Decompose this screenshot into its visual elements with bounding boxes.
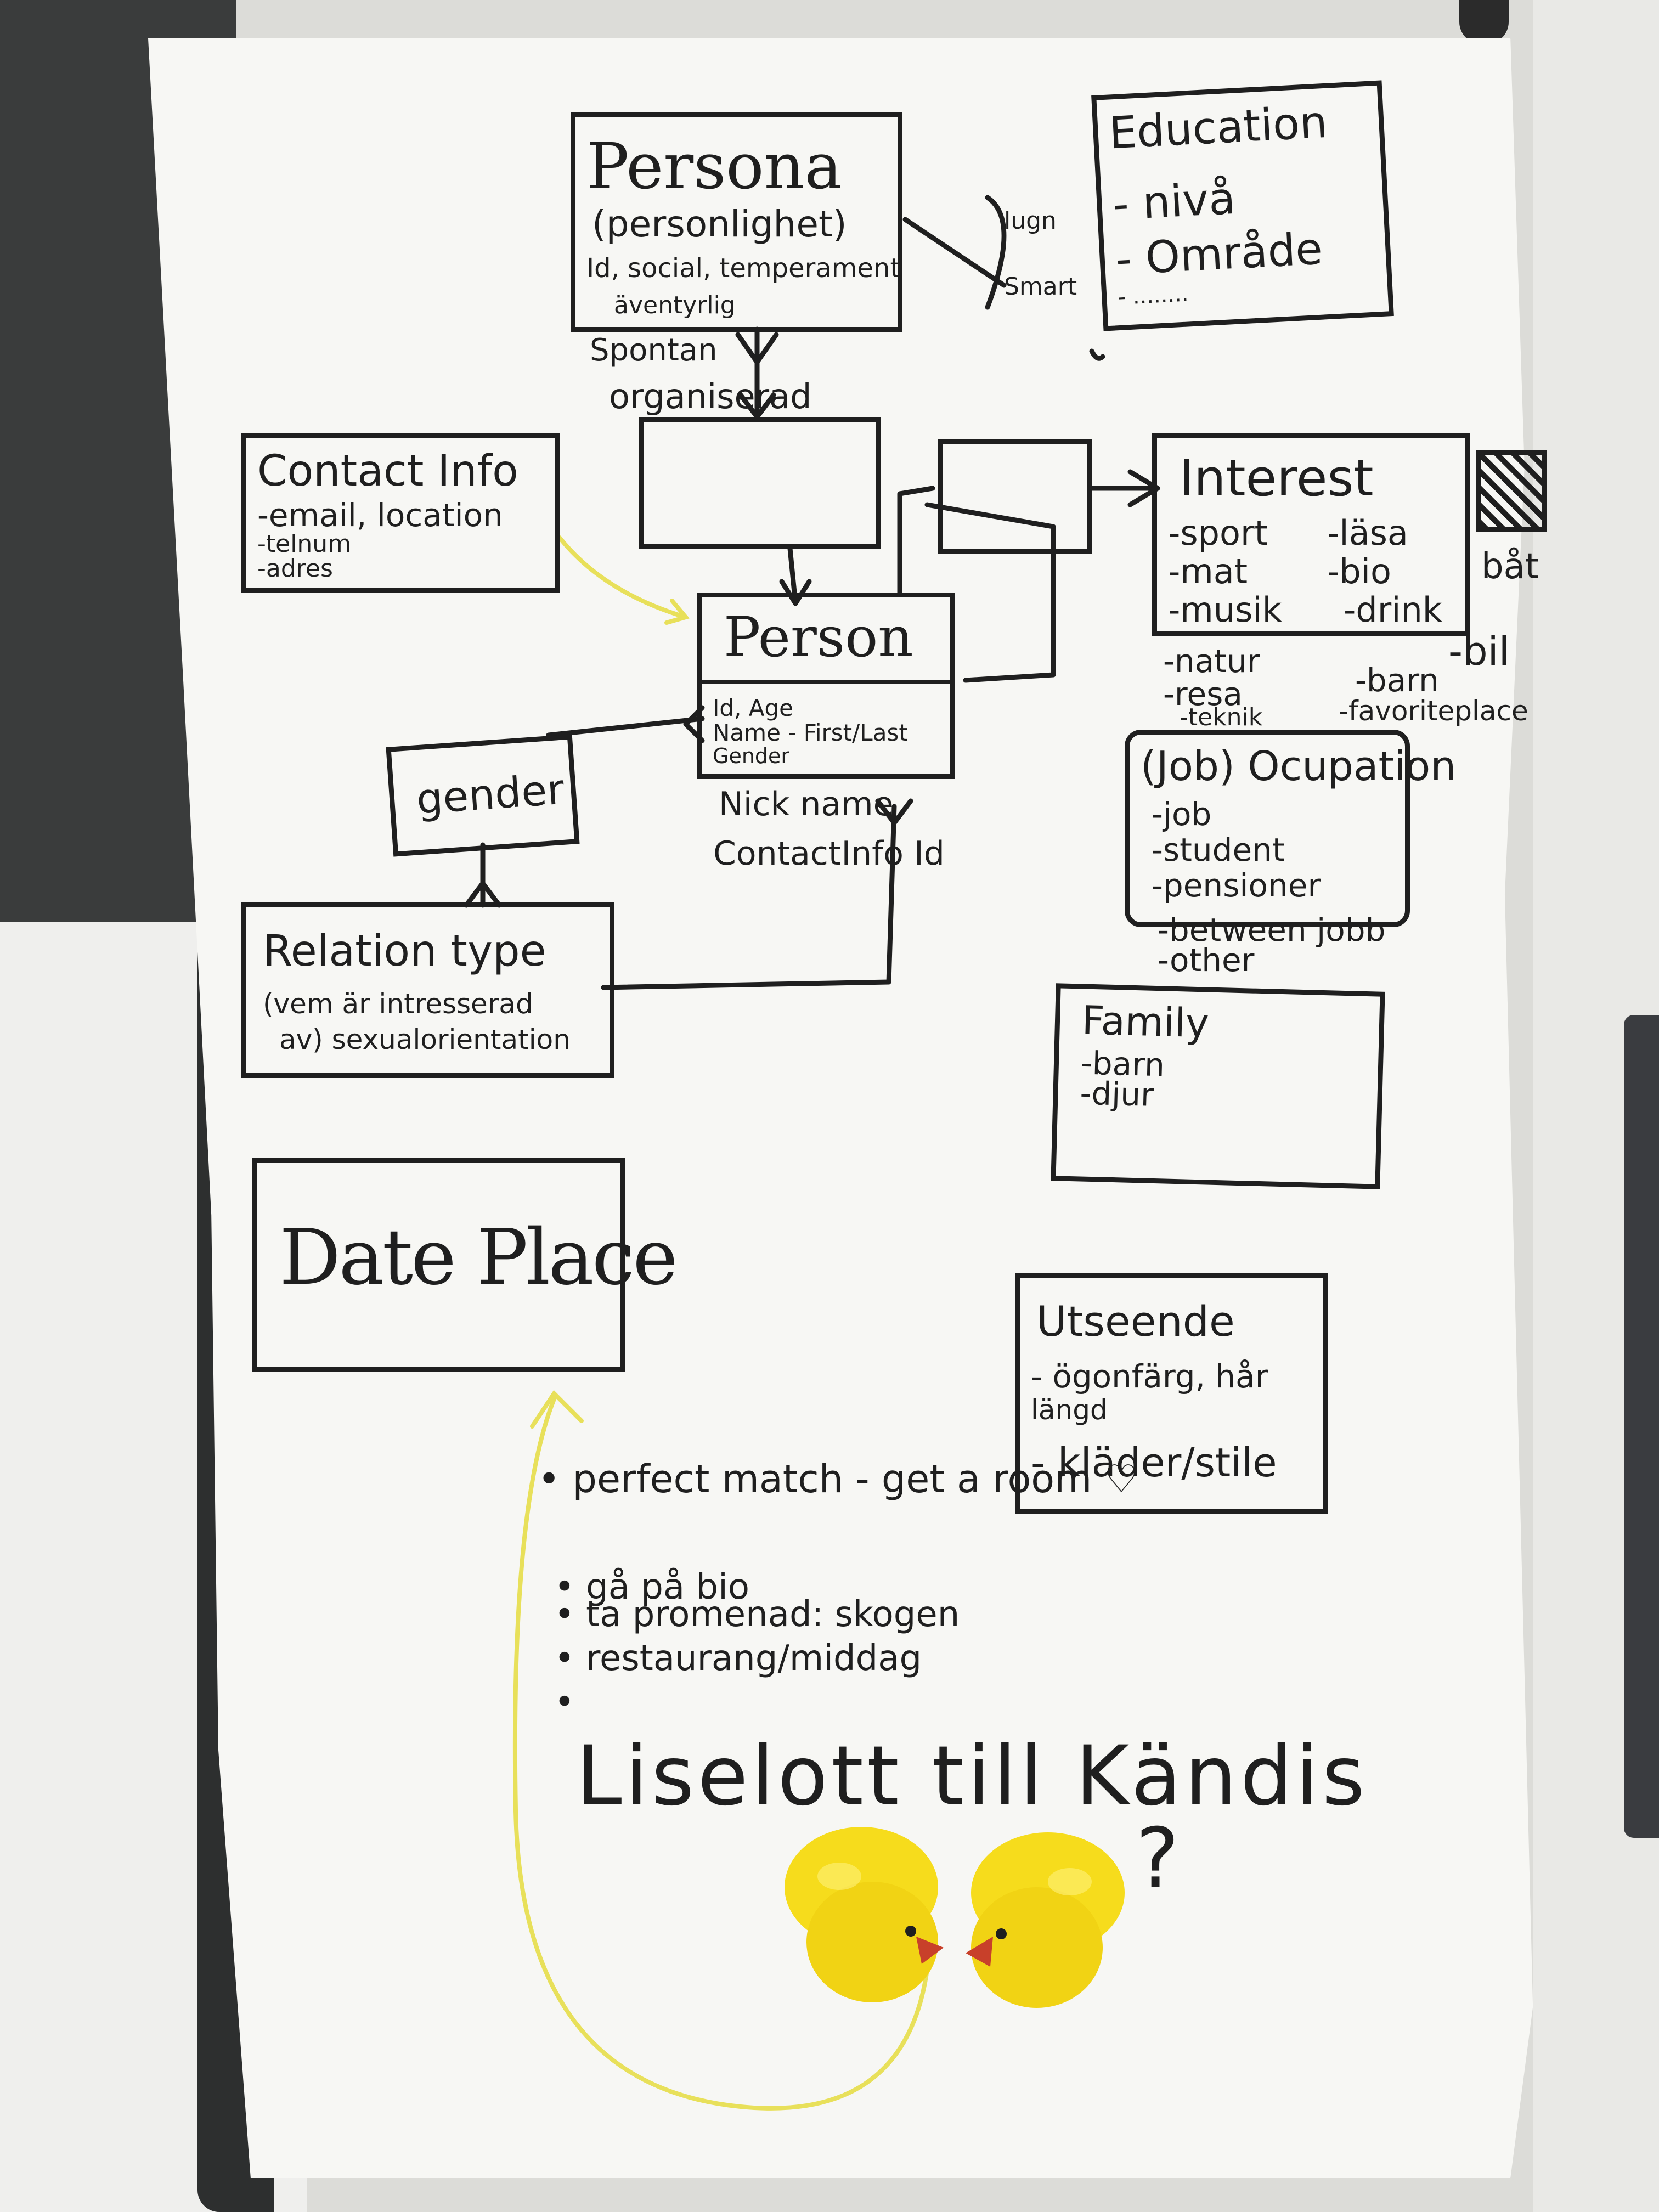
family-title: Family (1081, 997, 1210, 1047)
person-attr1: Id, Age (713, 695, 793, 721)
persona-title: Persona (586, 130, 843, 204)
interest-more-favoriteplace: -favoriteplace (1339, 695, 1528, 727)
persona-below1: Spontan (590, 332, 718, 368)
interest-item-drink: -drink (1344, 590, 1442, 630)
interest-item-musik: -musik (1168, 590, 1282, 630)
relation-type-box: Relation type (vem är intresserad av) se… (241, 902, 614, 1078)
occupation-item-pensioner: -pensioner (1152, 867, 1321, 904)
persona-side2: Smart (1004, 273, 1077, 301)
occupation-item-student: -student (1152, 831, 1285, 868)
note-bullet-3: • ta promenad: skogen (554, 1594, 960, 1635)
utseende-line1: - ögonfärg, hår (1031, 1358, 1268, 1395)
note-bullet-1: • perfect match - get a room ♡ (538, 1457, 1139, 1502)
occupation-title: (Job) Ocupation (1141, 743, 1457, 790)
occupation-box: (Job) Ocupation -job -student -pensioner (1125, 730, 1456, 927)
persona-line1: Id, social, temperament (586, 253, 901, 284)
persona-subtitle: (personlighet) (592, 203, 847, 245)
rubber-duck-left (785, 1827, 944, 2002)
background-device (1624, 1015, 1659, 1838)
flipchart-paper (148, 38, 1533, 2178)
relation-type-line2: av) sexualorientation (279, 1024, 571, 1056)
persona-side1: lugn (1004, 207, 1057, 235)
interest-side-bat: båt (1481, 546, 1539, 587)
persona-line2: äventyrlig (614, 291, 736, 319)
gender-box: gender (386, 734, 580, 857)
occupation-item-other: -other (1158, 941, 1255, 979)
contact-info-item2: -telnum (257, 530, 352, 558)
person-box: Person Id, Age Name - First/Last Gender (697, 592, 955, 779)
note-text-2: gå på bio (586, 1567, 750, 1607)
utseende-line3: - kläder/stile (1031, 1440, 1277, 1486)
occupation-item-job: -job (1152, 795, 1212, 833)
interest-more-resa: -resa (1163, 675, 1243, 713)
occupation-item-between: -between jobb (1158, 911, 1386, 949)
interest-item-bil: -bil (1448, 628, 1510, 674)
interest-scribble (1476, 450, 1547, 532)
junction-box-person-interest (938, 439, 1092, 554)
interest-title: Interest (1179, 449, 1374, 507)
education-box: Education - nivå - Område - ........ (1091, 80, 1394, 331)
interest-item-lasa: -läsa (1327, 513, 1408, 553)
utseende-line2: längd (1031, 1394, 1108, 1426)
utseende-title: Utseende (1036, 1297, 1235, 1346)
yellow-arrow-contact-person (557, 535, 688, 619)
education-title: Education (1108, 96, 1329, 159)
family-item-djur: -djur (1079, 1074, 1154, 1114)
person-attr3: Gender (713, 744, 790, 768)
persona-below2: organiserad (609, 376, 812, 416)
person-title: Person (724, 605, 913, 669)
junction-box-persona-person (639, 417, 881, 549)
education-item2: - Område (1114, 223, 1324, 285)
gender-title: gender (415, 764, 566, 824)
contact-info-item3: -adres (257, 555, 333, 583)
note-bullet-2: • gå på bio (554, 1567, 750, 1607)
interest-item-bio: -bio (1327, 551, 1391, 591)
utseende-box: Utseende - ögonfärg, hår längd - kläder/… (1015, 1273, 1328, 1514)
education-item1: - nivå (1111, 172, 1237, 230)
interest-item-sport: -sport (1168, 513, 1268, 553)
relation-type-title: Relation type (263, 927, 546, 976)
family-box: Family -barn -djur (1051, 983, 1385, 1189)
interest-more-natur: -natur (1163, 642, 1260, 680)
note-footer: Liselott till Kändis (576, 1729, 1368, 1824)
background-cable (1459, 0, 1509, 44)
person-divider (702, 680, 950, 684)
contact-info-item1: -email, location (257, 496, 503, 534)
relation-type-line1: (vem är intresserad (263, 988, 533, 1020)
note-text-3: ta promenad: skogen (586, 1594, 960, 1635)
note-text-1: perfect match - get a room ♡ (572, 1457, 1139, 1502)
yellow-arrow-duck-dateplace (512, 1397, 929, 2111)
contact-info-box: Contact Info -email, location -telnum -a… (241, 433, 560, 592)
connector-person-gender (546, 716, 705, 738)
rubber-duck-right (966, 1832, 1125, 2008)
connector-persona-education (902, 217, 1007, 288)
person-attr2: Name - First/Last (713, 719, 908, 746)
note-bullet-5: • (554, 1682, 575, 1723)
interest-item-mat: -mat (1168, 551, 1248, 591)
contact-info-title: Contact Info (257, 447, 518, 496)
education-item3: - ........ (1117, 281, 1189, 311)
interest-more-barn: -barn (1355, 662, 1439, 699)
connector-junction2-person (897, 486, 935, 595)
person-extra2: ContactInfo Id (713, 834, 945, 873)
persona-box: Persona (personlighet) Id, social, tempe… (571, 112, 902, 332)
interest-box: Interest -sport -läsa -mat -bio -musik -… (1152, 433, 1470, 636)
note-bullet-4: • restaurang/middag (554, 1638, 922, 1679)
date-place-box: Date Place (252, 1158, 678, 1372)
date-place-title: Date Place (279, 1213, 678, 1302)
person-extra1: Nick name (719, 785, 894, 823)
note-text-4: restaurang/middag (586, 1638, 922, 1679)
note-question: ? (1136, 1811, 1180, 1906)
interest-more-teknik: -teknik (1180, 703, 1263, 731)
connector-person-relation (601, 804, 897, 990)
